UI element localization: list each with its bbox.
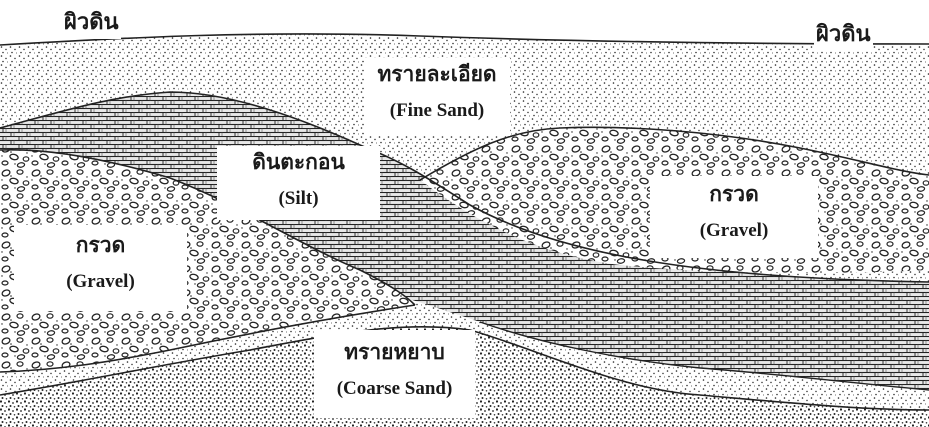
fine-sand-english: (Fine Sand) [364,100,510,122]
fine-sand-label: ทรายละเอียด (Fine Sand) [364,58,510,136]
gravel-left-english: (Gravel) [14,271,187,293]
gravel-right-thai: กรวด [650,182,818,206]
gravel-right-english: (Gravel) [650,220,818,242]
coarse-sand-english: (Coarse Sand) [314,378,475,400]
coarse-sand-label: ทรายหยาบ (Coarse Sand) [314,330,475,418]
silt-thai: ดินตะกอน [217,150,380,174]
silt-english: (Silt) [217,188,380,210]
gravel-label-left: กรวด (Gravel) [14,225,187,311]
fine-sand-thai: ทรายละเอียด [364,62,510,86]
ground-surface-label-left: ผิวดิน [62,4,121,39]
gravel-left-thai: กรวด [14,233,187,257]
coarse-sand-thai: ทรายหยาบ [314,340,475,364]
silt-label: ดินตะกอน (Silt) [217,146,380,220]
ground-surface-label-right: ผิวดิน [814,16,873,51]
gravel-label-right: กรวด (Gravel) [650,176,818,258]
